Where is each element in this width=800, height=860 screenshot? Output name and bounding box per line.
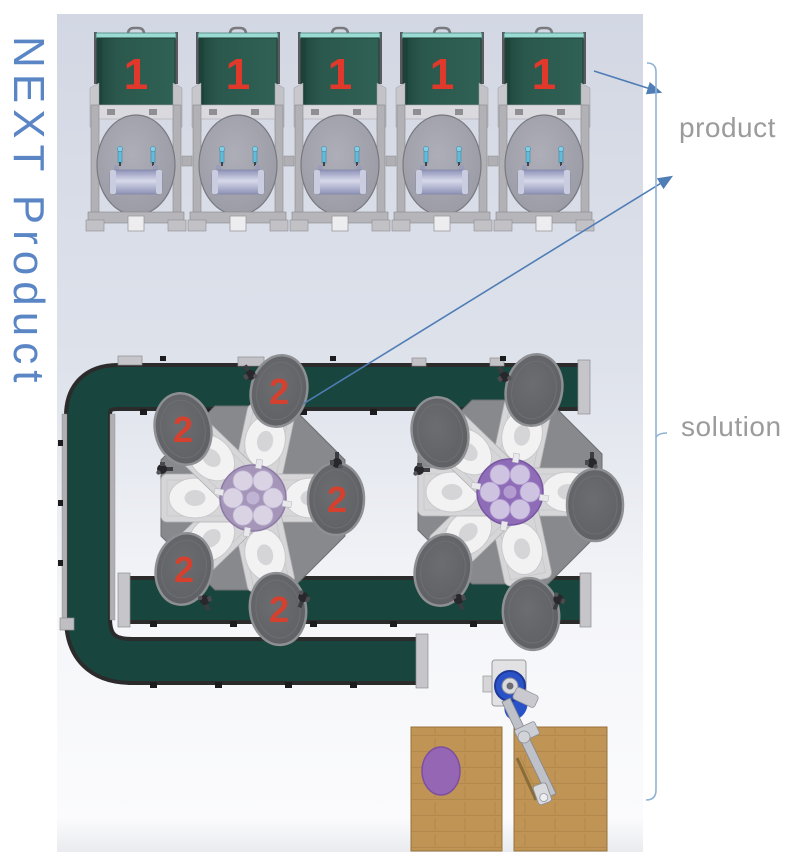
machine-label: 1 bbox=[124, 50, 148, 99]
purple-disc bbox=[421, 746, 461, 796]
drum-label: 2 bbox=[174, 549, 194, 590]
drum bbox=[565, 467, 625, 543]
bracket-tick bbox=[655, 432, 668, 438]
machine-label: 1 bbox=[226, 50, 250, 99]
drum-label: 2 bbox=[173, 409, 193, 450]
annotation-bracket bbox=[645, 62, 657, 801]
machine-label: 1 bbox=[430, 50, 454, 99]
drum-label: 2 bbox=[327, 479, 347, 520]
carousel-right-hub bbox=[470, 452, 550, 532]
product-arrow bbox=[593, 70, 663, 95]
product-label: product bbox=[679, 112, 776, 143]
robot-arm bbox=[482, 659, 557, 806]
solution-label: solution bbox=[681, 411, 782, 442]
next-product-banner: NEXT Product bbox=[4, 36, 53, 389]
machine-unit: 1 bbox=[288, 26, 392, 233]
machine-row: 1 1 1 1 1 bbox=[84, 26, 596, 233]
machine-unit: 1 bbox=[186, 26, 290, 233]
machine-unit: 1 bbox=[390, 26, 494, 233]
drum-label: 2 bbox=[269, 371, 289, 412]
carousel-left-hub bbox=[213, 458, 293, 538]
machine-unit: 1 bbox=[492, 26, 596, 233]
drum-label: 2 bbox=[269, 589, 289, 630]
machine-label: 1 bbox=[328, 50, 352, 99]
machine-unit: 1 bbox=[84, 26, 188, 233]
carousel-right bbox=[403, 347, 625, 655]
machine-label: 1 bbox=[532, 50, 556, 99]
carousel-left: 2 2 2 2 2 bbox=[146, 348, 366, 650]
pallet-left bbox=[410, 726, 503, 852]
solution-arrow bbox=[302, 175, 674, 405]
